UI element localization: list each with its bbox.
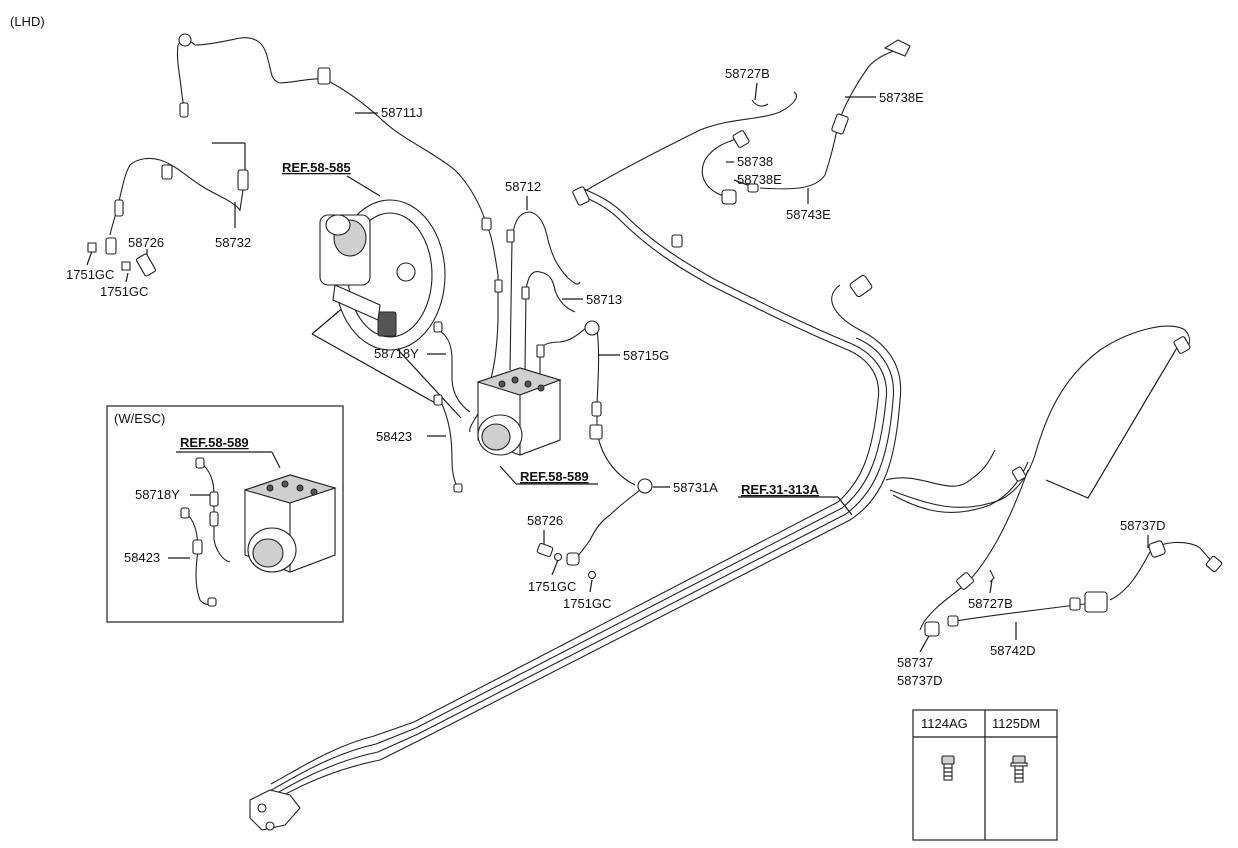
label-58727B-top: 58727B — [725, 66, 770, 81]
fastener-header-1125DM: 1125DM — [992, 716, 1040, 731]
label-58727B-bottom: 58727B — [968, 596, 1013, 611]
flange-bolt-icon — [1010, 755, 1028, 783]
label-1751GC-d: 1751GC — [563, 596, 611, 611]
brake-booster — [319, 199, 446, 351]
label-1751GC-b: 1751GC — [100, 284, 148, 299]
bolt-icon — [941, 755, 955, 781]
label-58738E-top: 58738E — [879, 90, 924, 105]
label-1751GC-a: 1751GC — [66, 267, 114, 282]
label-58738E-mid: 58738E — [737, 172, 782, 187]
label-58738: 58738 — [737, 154, 773, 169]
esc-label-58718Y: 58718Y — [135, 487, 180, 502]
label-58423: 58423 — [376, 429, 412, 444]
label-58743E: 58743E — [786, 207, 831, 222]
label-58726-mid: 58726 — [527, 513, 563, 528]
label-1751GC-c: 1751GC — [528, 579, 576, 594]
label-58715G: 58715G — [623, 348, 669, 363]
label-58731A: 58731A — [673, 480, 718, 495]
esc-label-58423: 58423 — [124, 550, 160, 565]
esc-inset: (W/ESC) REF.58-589 58718Y 58423 — [106, 405, 344, 623]
label-58742D: 58742D — [990, 643, 1036, 658]
ref-58-585[interactable]: REF.58-585 — [282, 160, 351, 175]
brake-tube-bundle — [109, 37, 1216, 809]
label-58713: 58713 — [586, 292, 622, 307]
label-58737D-bottom: 58737D — [897, 673, 943, 688]
abs-modulator — [476, 367, 562, 456]
label-58711J: 58711J — [381, 105, 423, 120]
variant-label: (LHD) — [10, 14, 45, 29]
ref-58-589-main[interactable]: REF.58-589 — [520, 469, 589, 484]
ref-31-313A[interactable]: REF.31-313A — [741, 482, 820, 497]
label-58737: 58737 — [897, 655, 933, 670]
esc-box-label: (W/ESC) — [114, 411, 165, 426]
label-58712: 58712 — [505, 179, 541, 194]
label-58737D-right: 58737D — [1120, 518, 1166, 533]
label-58726-left: 58726 — [128, 235, 164, 250]
label-58732: 58732 — [215, 235, 251, 250]
fastener-header-1124AG: 1124AG — [921, 716, 968, 731]
fastener-table: 1124AG 1125DM — [912, 709, 1058, 841]
fittings — [87, 33, 1223, 831]
ref-58-589-esc[interactable]: REF.58-589 — [180, 435, 249, 450]
